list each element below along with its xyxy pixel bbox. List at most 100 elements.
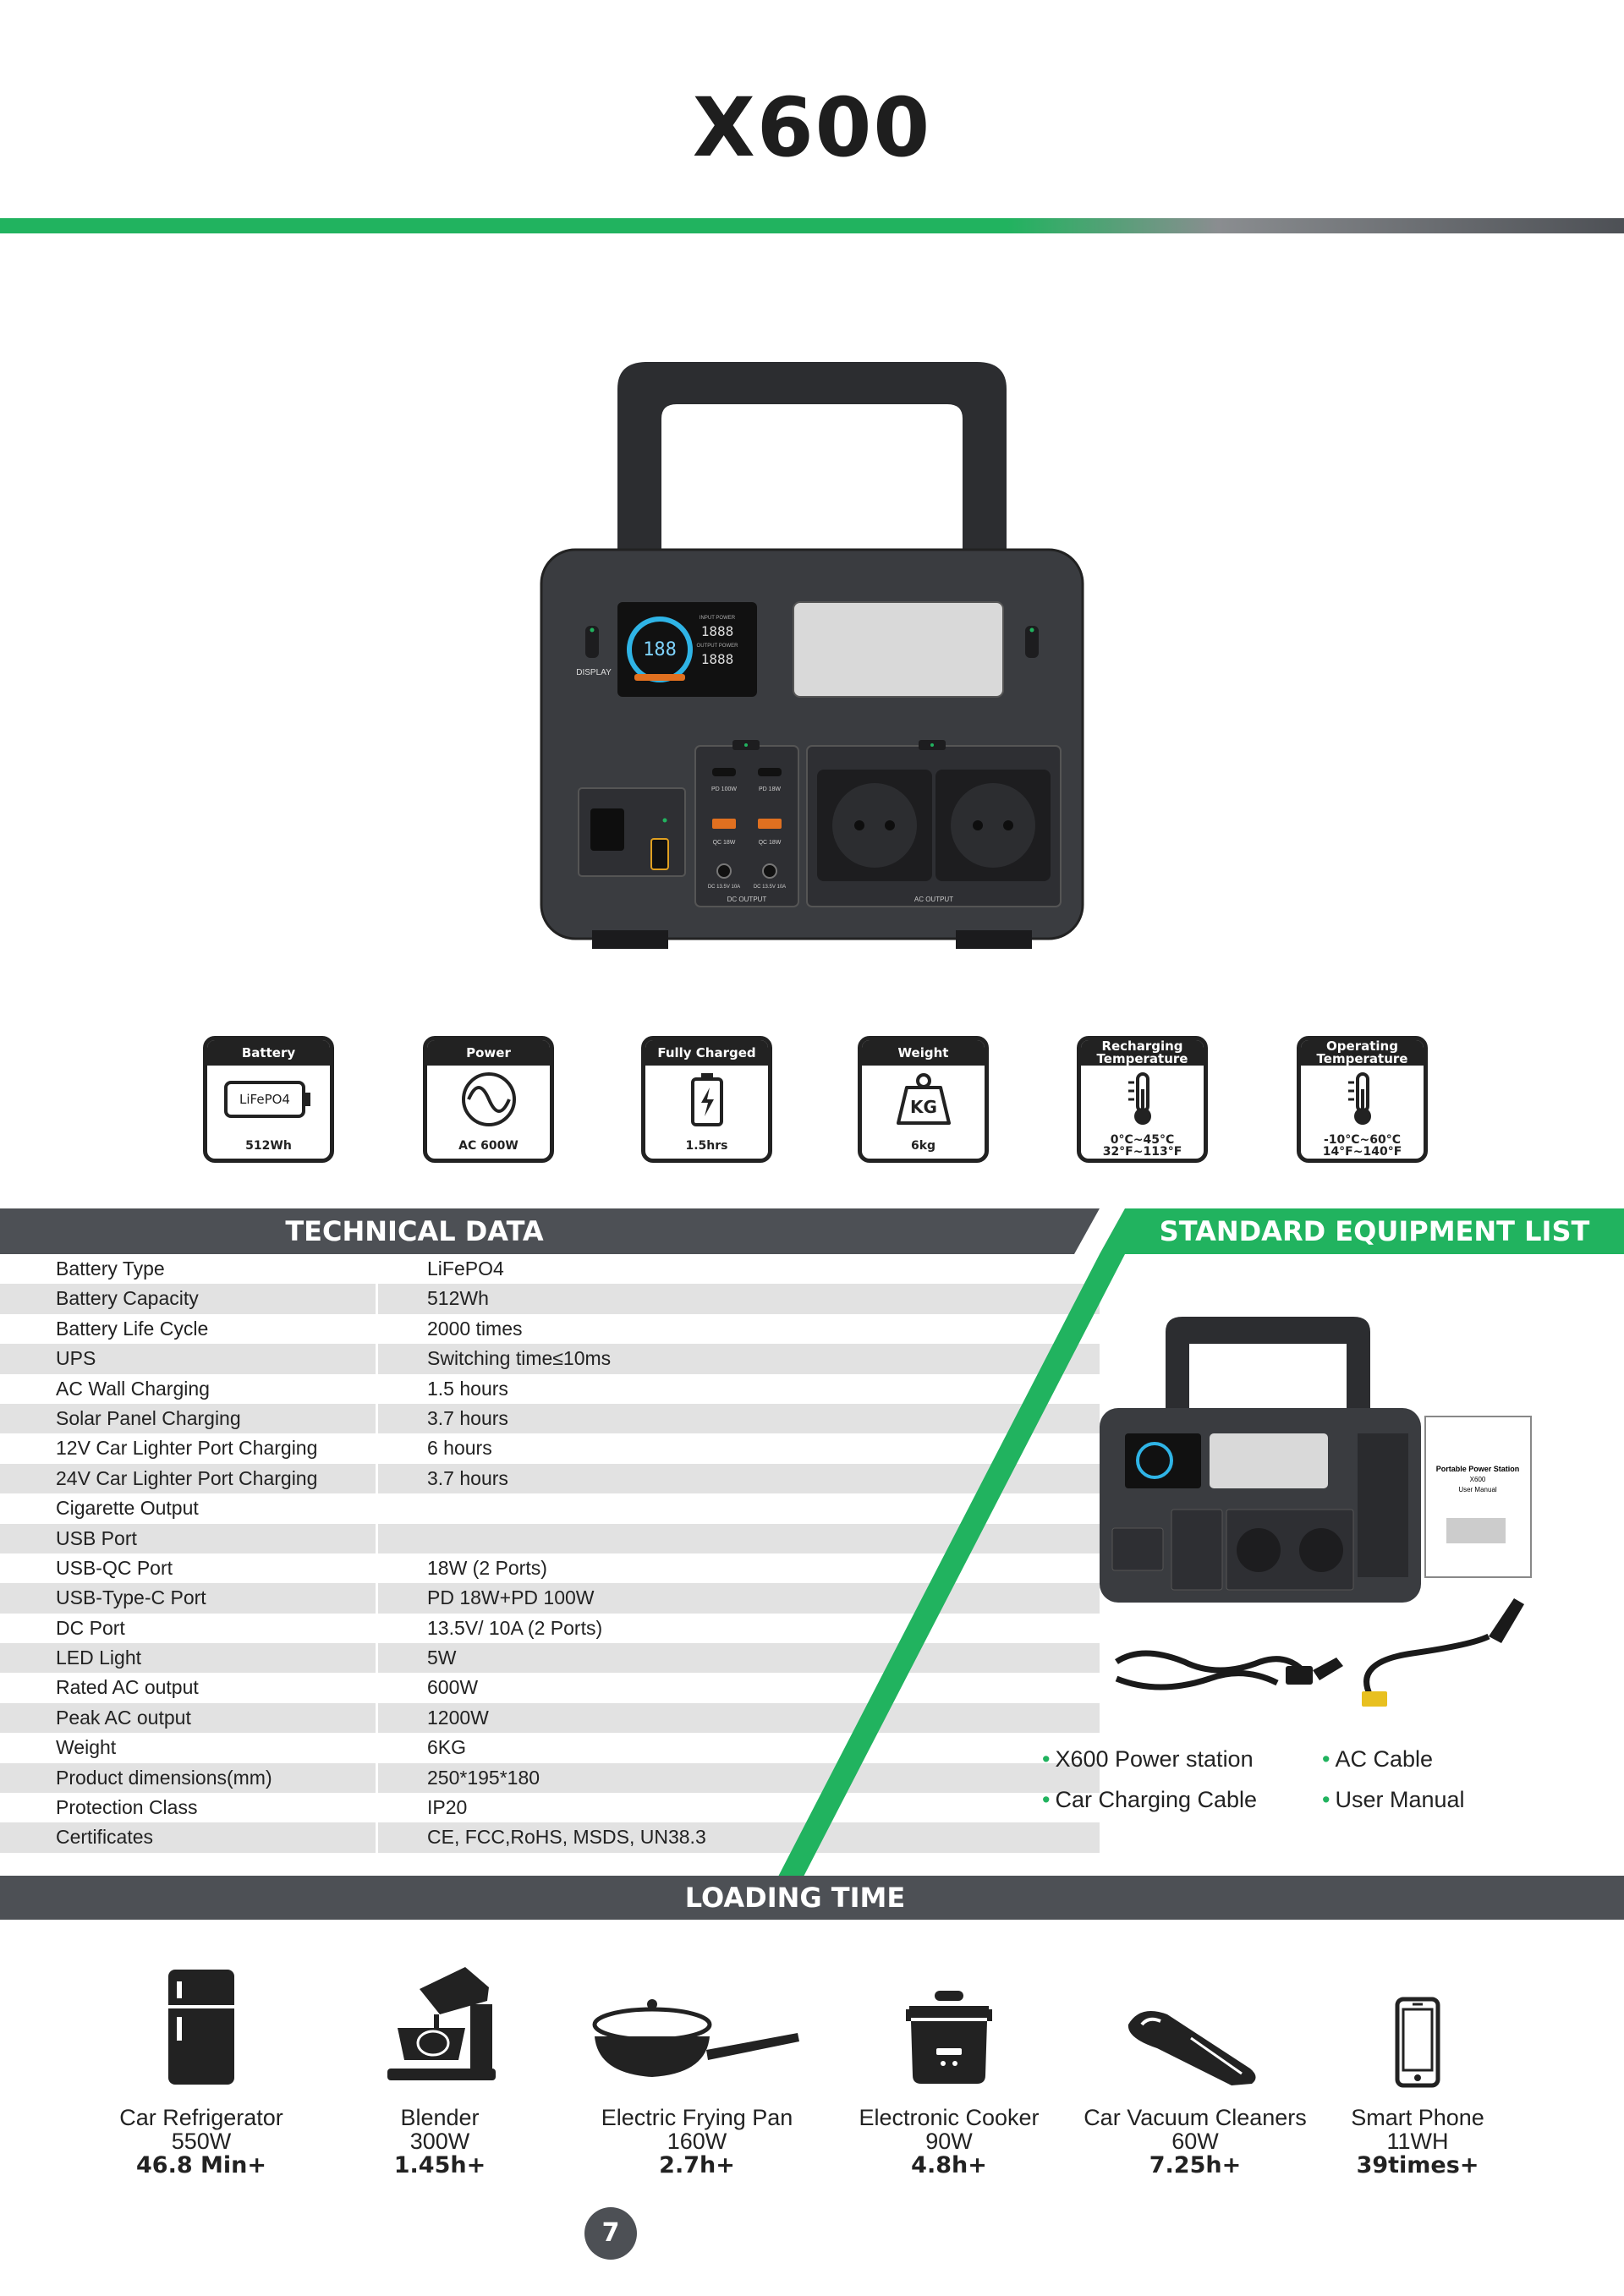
spec-key: Peak AC output	[56, 1706, 191, 1729]
spec-label: Fully Charged	[645, 1040, 768, 1066]
handheld-vacuum-icon	[1127, 2011, 1256, 2085]
spec-value: 512Wh	[427, 1287, 489, 1310]
appliance-time: 7.25h+	[1149, 2152, 1242, 2178]
column-divider	[376, 1673, 378, 1703]
appliance-name: Car Vacuum Cleaners	[1084, 2105, 1307, 2130]
spec-key: Battery Type	[56, 1258, 165, 1280]
spec-value: 13.5V/ 10A (2 Ports)	[427, 1616, 603, 1639]
spec-key: Rated AC output	[56, 1676, 199, 1699]
column-divider	[376, 1254, 378, 1285]
pd-label-2: PD 18W	[759, 786, 781, 792]
power-station-image: DISPLAY 188 INPUT POWER 1888 OUTPUT POWE…	[540, 362, 1084, 949]
table-row: USB-Type-C Port PD 18W+PD 100W	[0, 1583, 1100, 1614]
column-divider	[376, 1733, 378, 1763]
spec-key: Product dimensions(mm)	[56, 1766, 272, 1789]
appliance-time: 39times+	[1356, 2152, 1479, 2178]
table-row: Battery Type LiFePO4	[0, 1254, 1100, 1285]
page-number: 7	[584, 2207, 637, 2260]
frying-pan-icon	[592, 1999, 799, 2077]
spec-recharging-temperature: Recharging Temperature 0°C~45°C 32°F~113…	[1077, 1036, 1208, 1163]
spec-value: AC 600W	[458, 1139, 518, 1153]
column-divider	[376, 1463, 378, 1494]
spec-value: 250*195*180	[427, 1766, 540, 1789]
column-divider	[376, 1553, 378, 1584]
input-power-label: INPUT POWER	[700, 616, 736, 621]
spec-key: 12V Car Lighter Port Charging	[56, 1437, 318, 1460]
equipment-item: •Car Charging Cable	[1042, 1787, 1258, 1812]
thermometer-icon	[1127, 1072, 1151, 1125]
output-power-label: OUTPUT POWER	[697, 644, 739, 649]
page-title: X600	[692, 80, 932, 175]
spec-key: USB Port	[56, 1526, 137, 1549]
spec-value: IP20	[427, 1796, 468, 1819]
spec-label: Battery	[207, 1040, 330, 1066]
appliance-power: 90W	[925, 2129, 973, 2154]
rice-cooker-icon	[906, 1991, 992, 2084]
bullet-icon: •	[1322, 1746, 1330, 1772]
table-row: Cigarette Output	[0, 1493, 1100, 1524]
load-item: Car Vacuum Cleaners 60W 7.25h+	[1068, 1962, 1322, 2178]
table-row: Solar Panel Charging 3.7 hours	[0, 1403, 1100, 1434]
display-label: DISPLAY	[576, 668, 612, 677]
appliance-time: 2.7h+	[659, 2152, 735, 2178]
spec-key: USB-Type-C Port	[56, 1586, 206, 1609]
smartphone-icon	[1395, 1997, 1440, 2088]
refrigerator-icon	[168, 1970, 234, 2085]
bullet-icon: •	[1042, 1787, 1051, 1812]
equipment-item: •X600 Power station	[1042, 1746, 1254, 1772]
loading-time-band	[0, 1876, 1624, 1920]
appliance-power: 11WH	[1386, 2129, 1449, 2154]
spec-value: 6 hours	[427, 1437, 492, 1460]
spec-value: 600W	[427, 1676, 479, 1699]
spec-value: LiFePO4	[427, 1258, 504, 1280]
spec-fully-charged: Fully Charged 1.5hrs	[641, 1036, 772, 1163]
spec-operating-temperature: Operating Temperature -10°C~60°C 14°F~14…	[1297, 1036, 1428, 1163]
spec-value: PD 18W+PD 100W	[427, 1586, 595, 1609]
spec-key: Certificates	[56, 1826, 154, 1849]
spec-key: Weight	[56, 1736, 117, 1759]
appliance-power: 160W	[667, 2129, 727, 2154]
appliance-power: 300W	[409, 2129, 470, 2154]
load-item: Car Refrigerator 550W 46.8 Min+	[74, 1962, 328, 2178]
spec-value: 3.7 hours	[427, 1406, 508, 1429]
load-item: Electronic Cooker 90W 4.8h+	[822, 1962, 1076, 2178]
column-divider	[376, 1822, 378, 1853]
ac-output-label: AC OUTPUT	[914, 896, 953, 903]
spec-key: Solar Panel Charging	[56, 1406, 241, 1429]
table-row: Rated AC output 600W	[0, 1673, 1100, 1703]
spec-label: Recharging Temperature	[1081, 1040, 1204, 1066]
lcd-percent: 188	[643, 639, 677, 660]
equipment-image: Portable Power Station X600 User Manual	[1100, 1317, 1532, 1707]
column-divider	[376, 1643, 378, 1674]
column-divider	[376, 1433, 378, 1464]
charging-battery-icon	[690, 1073, 723, 1126]
stand-mixer-icon	[387, 1967, 496, 2080]
column-divider	[376, 1313, 378, 1345]
dc-output-label: DC OUTPUT	[727, 896, 767, 903]
spec-label: Weight	[862, 1040, 985, 1066]
spec-weight: Weight KG 6kg	[858, 1036, 989, 1163]
column-divider	[376, 1344, 378, 1374]
spec-key: LED Light	[56, 1647, 142, 1669]
spec-battery: Battery LiFePO4 512Wh	[203, 1036, 334, 1163]
spec-value: 512Wh	[245, 1139, 292, 1153]
equipment-item: •AC Cable	[1322, 1746, 1434, 1772]
sine-wave-icon	[461, 1072, 516, 1126]
pd-label-1: PD 100W	[711, 786, 737, 792]
spec-key: Cigarette Output	[56, 1497, 199, 1520]
column-divider	[376, 1284, 378, 1314]
table-row: 12V Car Lighter Port Charging 6 hours	[0, 1433, 1100, 1464]
appliance-time: 1.45h+	[393, 2152, 486, 2178]
manual-model: X600	[1470, 1476, 1486, 1483]
table-row: Product dimensions(mm) 250*195*180	[0, 1762, 1100, 1794]
column-divider	[376, 1583, 378, 1614]
column-divider	[376, 1373, 378, 1404]
weight-kg-icon: KG	[896, 1073, 951, 1125]
